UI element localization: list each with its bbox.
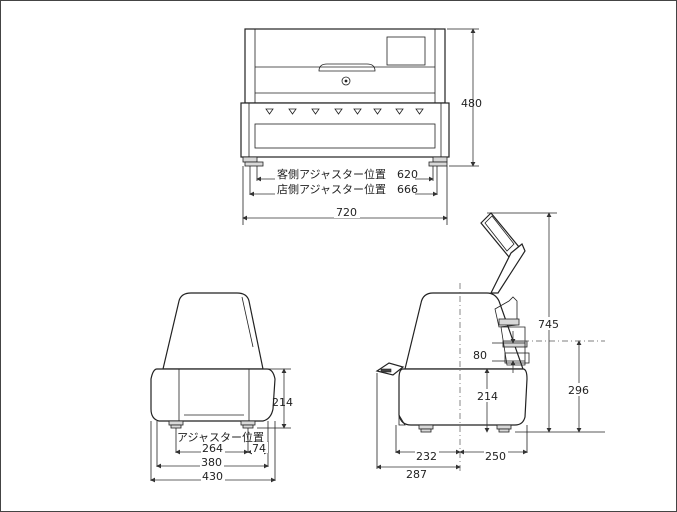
guest-adjuster-label: 客側アジャスター位置 620 xyxy=(277,167,418,181)
key-lock-icon xyxy=(341,76,351,86)
right-lower-body xyxy=(398,368,528,426)
right-dim-250-label: 250 xyxy=(485,450,506,463)
right-dim-80-label: 80 xyxy=(473,349,487,362)
right-dim-232-label: 232 xyxy=(416,450,437,463)
right-dim-214-label: 214 xyxy=(477,390,498,403)
front-adjuster-feet xyxy=(242,156,448,167)
left-upper-hood xyxy=(162,292,264,370)
front-upper-cabinet xyxy=(244,28,446,104)
extended-drawers xyxy=(494,296,530,366)
tilted-display xyxy=(480,212,526,294)
left-adjuster-label: アジャスター位置 xyxy=(177,430,264,444)
front-coin-slot xyxy=(375,362,405,376)
handle xyxy=(318,63,376,72)
left-dim-430-label: 430 xyxy=(202,470,223,483)
right-dim-296-label: 296 xyxy=(568,384,589,397)
right-dim-287-label: 287 xyxy=(406,468,427,481)
right-adjuster-feet xyxy=(398,413,512,433)
left-dim-380-label: 380 xyxy=(201,456,222,469)
left-dim-74-label: 74 xyxy=(252,442,266,455)
right-upper-hood xyxy=(404,292,524,370)
display-window xyxy=(386,36,426,66)
right-dim-745-label: 745 xyxy=(538,318,559,331)
left-side-view: 214 アジャスター位置 264 74 380 430 xyxy=(150,292,293,483)
left-adjuster-feet xyxy=(168,420,256,429)
front-drawer xyxy=(254,123,436,149)
dim-720-label: 720 xyxy=(336,206,357,219)
coin-slot-markers xyxy=(265,108,424,115)
right-side-view: 745 296 80 214 232 250 287 xyxy=(375,212,605,481)
shop-adjuster-label: 店側アジャスター位置 666 xyxy=(277,182,418,196)
front-view: 480 客側アジャスター位置 620 店側アジャスター位置 666 720 xyxy=(240,28,482,225)
left-dim-214-label: 214 xyxy=(272,396,293,409)
left-lower-body xyxy=(150,368,276,422)
left-dim-264-label: 264 xyxy=(202,442,223,455)
dim-480-label: 480 xyxy=(461,97,482,110)
